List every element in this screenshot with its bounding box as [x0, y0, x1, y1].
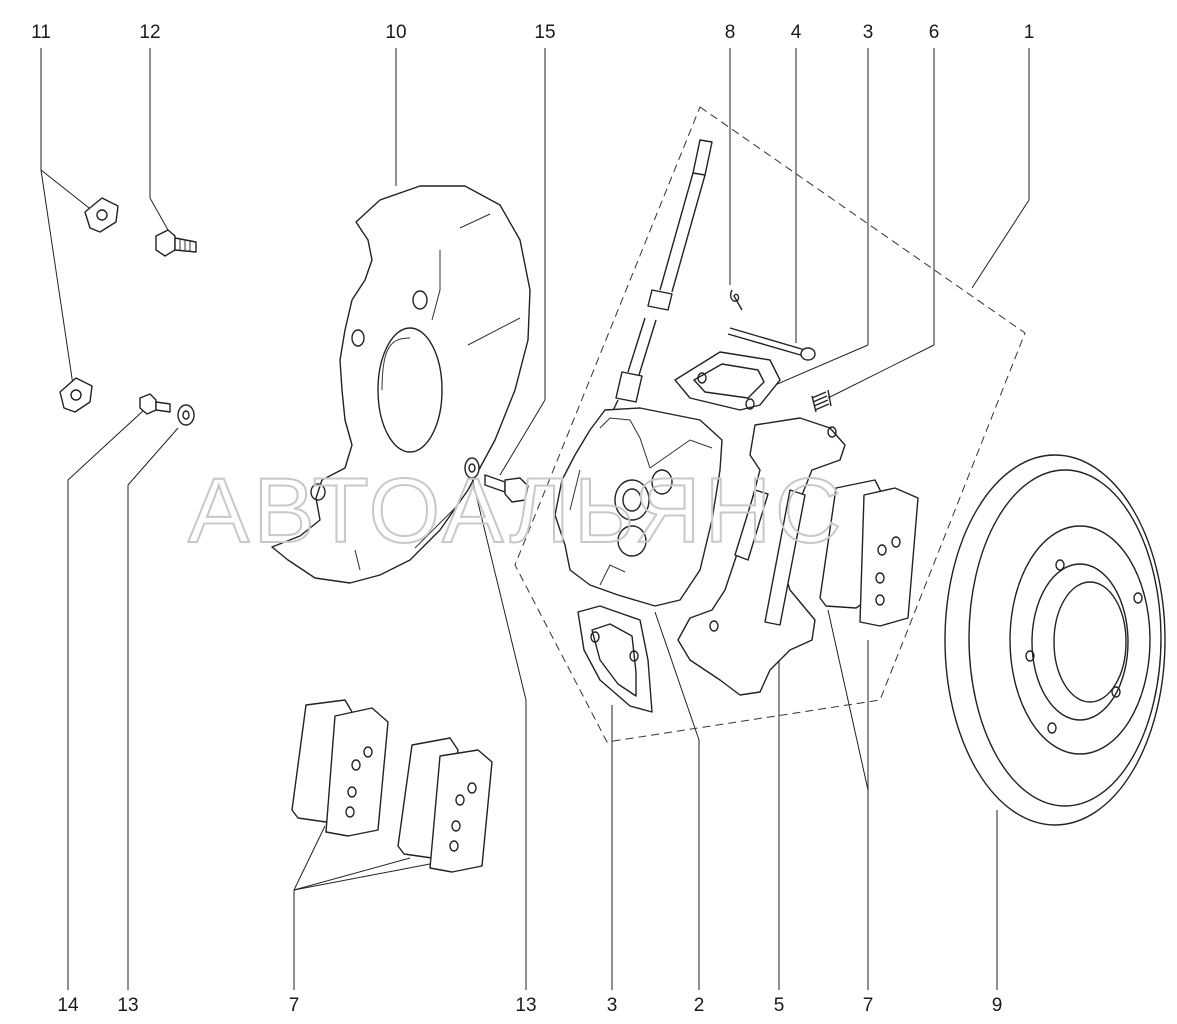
spring-part [811, 389, 832, 413]
callout-2: 2 [694, 995, 705, 1016]
callout-12: 12 [139, 22, 160, 43]
callout-7-right: 7 [863, 995, 874, 1016]
callout-1: 1 [1024, 22, 1035, 43]
watermark-text: АВТОАЛЬЯНС [188, 460, 846, 562]
leader-lines [40, 48, 1030, 990]
callout-14: 14 [57, 995, 79, 1016]
callout-11: 11 [31, 22, 51, 43]
caliper-body-part [554, 407, 723, 607]
brake-disc-part [944, 454, 1166, 826]
callout-9: 9 [992, 995, 1003, 1016]
dust-shield-part [271, 185, 531, 584]
guide-bolt-part [484, 474, 529, 503]
callout-3-top: 3 [863, 22, 874, 43]
callout-5: 5 [774, 995, 785, 1016]
caliper-bracket-part [677, 417, 846, 696]
gasket-bottom-part [577, 605, 653, 713]
brake-pad-right-part [819, 479, 919, 627]
callout-3-bottom: 3 [607, 995, 618, 1016]
small-bolt-part [139, 393, 171, 415]
center-washer-part [464, 457, 480, 479]
gasket-top-part [674, 351, 781, 411]
callout-13-left: 13 [117, 995, 138, 1016]
callout-15: 15 [534, 22, 555, 43]
brake-hose-part [603, 139, 713, 431]
brake-pad-set-left-part [291, 699, 389, 837]
callout-10: 10 [385, 22, 406, 43]
callout-6: 6 [929, 22, 940, 43]
brake-pad-set-middle-part [397, 737, 493, 873]
mounting-bolt-part [155, 229, 197, 257]
caliper-kit-boundary [514, 106, 1026, 743]
callout-8: 8 [725, 22, 736, 43]
callout-13-center: 13 [515, 995, 536, 1016]
retaining-pin-part [729, 289, 743, 311]
callout-7-left: 7 [289, 995, 300, 1016]
washer-part [177, 404, 195, 426]
guide-rod-part [727, 327, 816, 361]
retaining-clip-part [59, 197, 119, 413]
callout-4: 4 [791, 22, 802, 43]
